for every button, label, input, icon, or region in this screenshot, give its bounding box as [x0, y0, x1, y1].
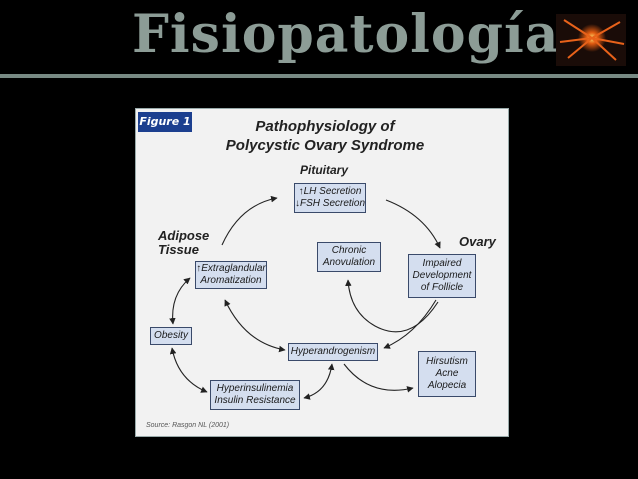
box-line: Chronic	[331, 245, 367, 256]
lh-fsh-secretion-box: ↑LH Secretion ↓FSH Secretion	[294, 183, 366, 213]
extraglandular-aromatization-box: ↑Extraglandular Aromatization	[195, 261, 267, 289]
arrow-obesity-extraglandular	[169, 277, 191, 325]
obesity-box: Obesity	[150, 327, 192, 345]
arrow-pituitary-to-ovary	[385, 199, 441, 249]
box-line: Alopecia	[427, 380, 467, 391]
chronic-anovulation-box: Chronic Anovulation	[317, 242, 381, 272]
arrow-hyperandrogenism-to-hirsutism	[343, 363, 414, 393]
ovary-label: Ovary	[459, 234, 496, 249]
arrow-obesity-hyperinsulinemia	[169, 347, 208, 393]
figure-badge: Figure 1	[138, 112, 192, 132]
box-line: of Follicle	[420, 282, 464, 293]
box-line: ↑Extraglandular	[196, 263, 266, 274]
box-line: ↑LH Secretion	[298, 186, 362, 197]
arrow-adipose-to-pituitary	[221, 195, 278, 246]
adipose-label-line-1: Adipose	[158, 228, 210, 243]
box-line: Anovulation	[322, 257, 376, 268]
hirsutism-acne-alopecia-box: Hirsutism Acne Alopecia	[418, 351, 476, 397]
figure-title-line-2: Polycystic Ovary Syndrome	[225, 137, 425, 154]
title-rule	[0, 74, 638, 78]
box-line: Obesity	[154, 330, 188, 341]
hyperandrogenism-box: Hyperandrogenism	[288, 343, 378, 361]
box-line: Hyperandrogenism	[290, 346, 376, 357]
hyperinsulinemia-box: Hyperinsulinemia Insulin Resistance	[210, 380, 300, 410]
arrow-hyperandrogenism-hyperinsulinemia	[303, 363, 335, 400]
title-image	[556, 14, 626, 66]
arrow-follicle-to-hyperandrogenism	[383, 299, 437, 349]
pituitary-label: Pituitary	[300, 163, 349, 177]
box-line: Acne	[435, 368, 459, 379]
arrow-hyperandrogenism-extraglandular	[224, 299, 286, 353]
box-line: Aromatization	[200, 275, 262, 286]
slide-title: Fisiopatología	[132, 4, 560, 65]
source-note: Source: Rasgon NL (2001)	[146, 422, 230, 429]
box-line: Insulin Resistance	[214, 395, 296, 406]
impaired-follicle-box: Impaired Development of Follicle	[408, 254, 476, 298]
figure-title-line-1: Pathophysiology of	[255, 118, 395, 135]
box-line: Hyperinsulinemia	[216, 383, 294, 394]
box-line: ↓FSH Secretion	[295, 198, 366, 209]
arrow-follicle-to-anovulation	[345, 279, 439, 333]
adipose-label-line-2: Tissue	[158, 242, 199, 257]
box-line: Hirsutism	[426, 356, 468, 367]
box-line: Impaired	[422, 258, 462, 269]
box-line: Development	[412, 270, 472, 281]
